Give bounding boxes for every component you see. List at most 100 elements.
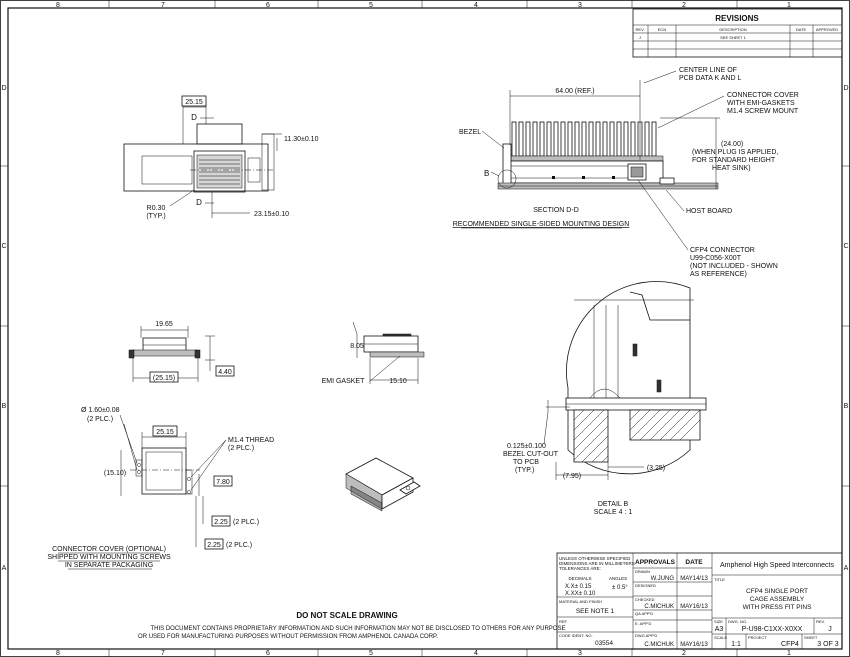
- callout-bezel: BEZEL: [459, 129, 481, 136]
- tb-angle-tol: ± 0.5°: [612, 585, 628, 591]
- connector-slots: [199, 159, 240, 185]
- tb-material-label: MATERIAL AND FINISH: [559, 599, 602, 604]
- dim-7-80: 7.80: [216, 479, 230, 486]
- rev-header: APPROVED: [816, 27, 838, 32]
- dim-19-65: 19.65: [155, 321, 173, 328]
- col-label: 8: [56, 2, 60, 9]
- tb-approvals: APPROVALS: [635, 559, 676, 566]
- radius-callout: R0.30: [147, 205, 166, 212]
- cover-optional-label: CONNECTOR COVER (OPTIONAL): [52, 546, 166, 553]
- tb-eappd-label: E. APP'D: [635, 621, 651, 626]
- rev-cell: SEE SHEET 1: [720, 35, 746, 40]
- dim-25-15: 25.15: [185, 99, 203, 106]
- tb-drawn-label: DRAWN: [635, 569, 650, 574]
- bezel-cutout: BEZEL CUT-OUT: [503, 451, 559, 458]
- col-label: 4: [474, 650, 478, 657]
- mounting-design-title: RECOMMENDED SINGLE-SIDED MOUNTING DESIGN: [453, 221, 630, 228]
- tb-rev: J: [828, 626, 832, 633]
- dim-11-30: 11.30±0.10: [284, 136, 319, 143]
- tb-code-label: CODE IDENT. NO.: [559, 633, 593, 638]
- tb-size-label: SIZE: [714, 619, 723, 624]
- section-view: 64.00 (REF.) CENTER LINE OF PCB DATA K A…: [453, 67, 799, 278]
- tb-scale-label: SCALE: [714, 635, 727, 640]
- tb-project-label: PROJECT: [748, 635, 767, 640]
- tb-title: WITH PRESS FIT PINS: [743, 604, 813, 611]
- cover-optional-label: IN SEPARATE PACKAGING: [65, 562, 153, 569]
- tb-checked-date: MAY16/13: [680, 604, 708, 610]
- tb-date: DATE: [685, 559, 703, 566]
- callout-cover: CONNECTOR COVER: [727, 92, 799, 99]
- dim-2-25a: 2.25: [214, 519, 228, 526]
- heat-sink-fins: [511, 121, 657, 157]
- tb-angles: ANGLES: [609, 576, 627, 581]
- callout-hole-dia: Ø 1.60±0.08: [81, 407, 120, 414]
- typ-callout: (TYP.): [146, 213, 165, 220]
- rev-header: REV.: [636, 27, 645, 32]
- row-label: C: [843, 243, 848, 250]
- detail-marker-b: B: [484, 169, 489, 178]
- tb-sheet: 3 OF 3: [817, 641, 839, 648]
- cover-optional-label: SHIPPED WITH MOUNTING SCREWS: [47, 554, 171, 561]
- callout-height: (24.00): [721, 141, 743, 148]
- callout-cfp4: (NOT INCLUDED - SHOWN: [690, 263, 778, 270]
- tb-project: CFP4: [781, 641, 799, 648]
- row-label: A: [844, 565, 849, 572]
- col-label: 5: [369, 650, 373, 657]
- top-view-holes: 25.15 Ø 1.60±0.08 (2 PLC.) M1.4 THREAD (…: [81, 407, 274, 550]
- callout-center-line: CENTER LINE OF: [679, 67, 737, 74]
- col-label: 7: [161, 650, 165, 657]
- dim-8-05: 8.05: [350, 343, 364, 350]
- tb-rev-label: REV.: [816, 619, 825, 624]
- col-label: 2: [682, 650, 686, 657]
- dim-15-10-ref: (15.10): [104, 470, 126, 477]
- row-label: B: [844, 403, 849, 410]
- col-label: 6: [266, 650, 270, 657]
- callout-height: HEAT SINK): [712, 165, 751, 172]
- tb-drawn-date: MAY14/13: [680, 576, 708, 582]
- callout-height: FOR STANDARD HEIGHT: [692, 157, 776, 164]
- bezel-cutout: 0.125±0.100: [507, 443, 546, 450]
- revisions-table: REVISIONS REV. ECN DESCRIPTION DATE APPR…: [632, 8, 843, 58]
- section-title: SECTION D-D: [533, 207, 579, 214]
- dim-2-25b: 2.25: [207, 542, 221, 549]
- tb-title: CAGE ASSEMBLY: [750, 596, 805, 603]
- detail-title: DETAIL B: [598, 501, 629, 508]
- row-label: D: [843, 85, 848, 92]
- tb-company: Amphenol High Speed Interconnects: [720, 562, 835, 569]
- bezel-cutout: (TYP.): [515, 467, 534, 474]
- col-label: 3: [578, 2, 582, 9]
- tb-unless: DIMENSIONS ARE IN MILLIMETERS: [559, 561, 635, 566]
- callout-cover: M1.4 SCREW MOUNT: [727, 108, 799, 115]
- isometric-cover: [345, 457, 421, 512]
- tb-see-note: SEE NOTE 1: [576, 608, 615, 615]
- tb-dwg-appd-date: MAY16/13: [680, 642, 708, 648]
- callout-cfp4: U99-C056-X00T: [690, 255, 742, 262]
- dim-25-15b: 25.15: [156, 429, 174, 436]
- inner-border: [7, 7, 843, 650]
- callout-emi-gasket: EMI GASKET: [322, 378, 366, 385]
- plc-a: (2 PLC.): [233, 519, 259, 526]
- title-block: UNLESS OTHERWISE SPECIFIED DIMENSIONS AR…: [556, 552, 843, 650]
- row-label: C: [1, 243, 6, 250]
- dim-25-15-ref: (25.15): [153, 375, 175, 382]
- tb-unless: TOLERANCES ARE:: [559, 566, 601, 571]
- tb-designed-label: DESIGNED: [635, 583, 656, 588]
- tb-title: CFP4 SINGLE PORT: [746, 588, 808, 595]
- dim-3-25: (3.25): [647, 465, 665, 472]
- side-view-small: 19.65 (25.15) 4.40: [128, 321, 235, 383]
- rev-header: DESCRIPTION: [719, 27, 746, 32]
- callout-center-line: PCB DATA K AND L: [679, 75, 741, 82]
- col-label: 3: [578, 650, 582, 657]
- callout-host-board: HOST BOARD: [686, 208, 732, 215]
- revisions-title: REVISIONS: [715, 14, 759, 23]
- tb-decimals: DECIMALS: [568, 576, 591, 581]
- dim-7-95: (7.95): [563, 473, 581, 480]
- front-view: 25.15 D D 11.30±0.10 R0.30 (TYP.) 23.15±…: [123, 95, 319, 220]
- tb-dwg-appd-label: DWG APP'D: [635, 633, 657, 638]
- tb-size: A3: [715, 626, 724, 633]
- rev-header: DATE: [796, 27, 807, 32]
- tb-dwg-appd: C.MICHUK: [644, 642, 674, 648]
